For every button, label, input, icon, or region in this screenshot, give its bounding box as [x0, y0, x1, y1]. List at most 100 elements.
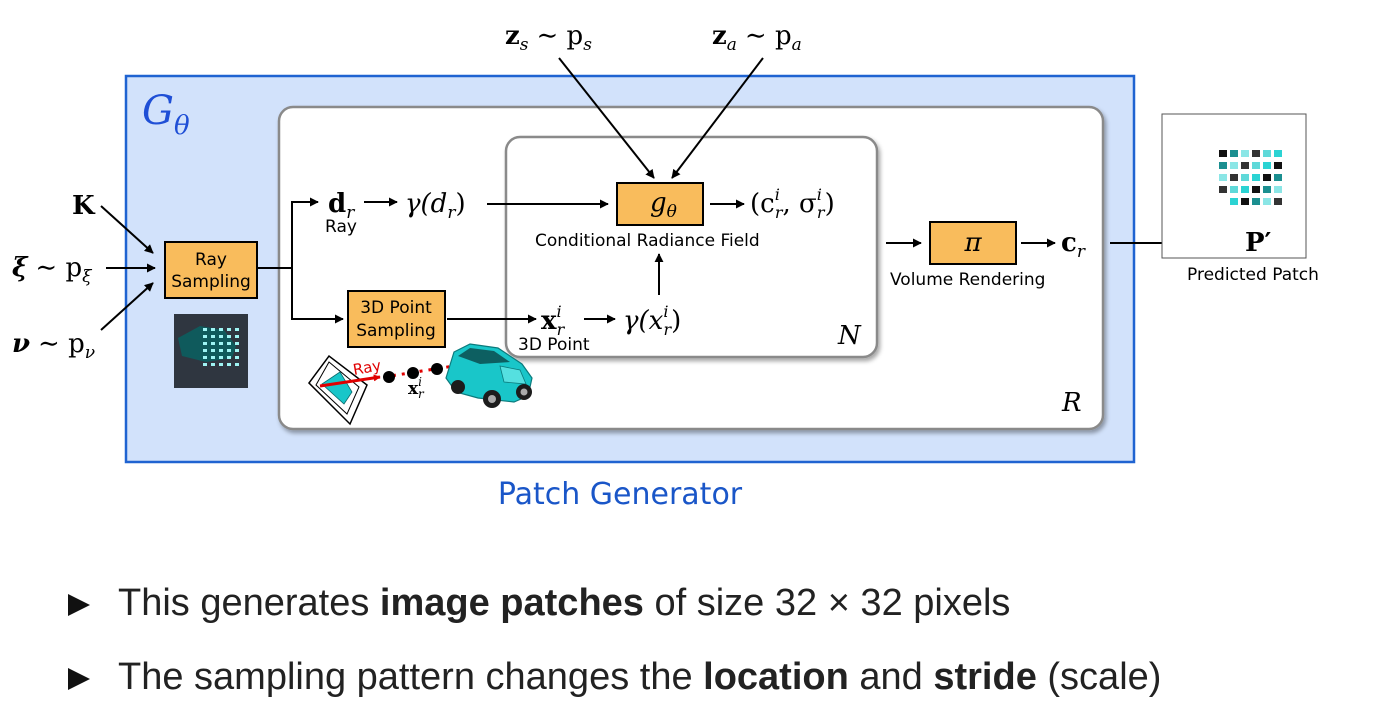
generator-caption: Patch Generator	[498, 477, 743, 512]
patch-pixel	[1241, 186, 1249, 193]
patch-pixel	[1263, 174, 1271, 181]
thumbnail-pixel	[227, 356, 231, 359]
zs-latent: zs∼ ps	[505, 21, 592, 55]
thumbnail-pixel	[227, 335, 231, 338]
nu-input: ν∼ pν	[12, 329, 95, 363]
k-arrow	[100, 205, 154, 254]
ray-red-label: Ray	[352, 356, 383, 379]
patch-pixel	[1252, 186, 1260, 193]
point-sampling-box	[347, 290, 446, 348]
predicted-patch-grid	[1219, 150, 1282, 205]
patch-pixel	[1252, 174, 1260, 181]
patch-pixel	[1274, 198, 1282, 205]
thumbnail-pixel	[219, 349, 223, 352]
patch-pixel	[1230, 162, 1238, 169]
thumbnail-pixel	[203, 349, 207, 352]
ray-sampling-label-1: Ray	[195, 250, 227, 270]
patch-pixel	[1252, 162, 1260, 169]
thumbnail-pixel	[219, 335, 223, 338]
bullet-list: This generates image patches of size 32 …	[68, 578, 1161, 726]
patch-pixel	[1230, 150, 1238, 157]
patch-pixel	[1219, 162, 1227, 169]
thumbnail-pixel	[235, 335, 239, 338]
predicted-patch-label: Predicted Patch	[1187, 265, 1319, 285]
thumbnail-pixel	[219, 363, 223, 366]
bullet-triangle-icon	[68, 594, 90, 616]
thumbnail-pixel	[219, 328, 223, 331]
generator-title: Gθ	[142, 88, 190, 141]
patch-pixel	[1263, 198, 1271, 205]
xi-input: ξ∼ pξ	[12, 253, 93, 287]
pi-label: π	[963, 228, 982, 258]
ray-branch-up	[291, 197, 319, 268]
patch-pixel	[1230, 198, 1238, 205]
patch-pixel	[1274, 174, 1282, 181]
gamma-d: γ(dr)	[405, 189, 466, 223]
point-sampling-label-1: 3D Point	[360, 298, 432, 318]
thumbnail-pixel	[203, 363, 207, 366]
patch-pixel	[1252, 198, 1260, 205]
patch-pixel	[1219, 150, 1227, 157]
thumbnail-pixel	[211, 363, 215, 366]
g-theta-box	[616, 182, 704, 226]
thumbnail-pixel	[211, 342, 215, 345]
pi-box	[929, 221, 1017, 265]
nu-arrow	[100, 282, 154, 331]
thumbnail-pixel	[235, 356, 239, 359]
thumbnail-pixel	[203, 335, 207, 338]
k-input: K	[72, 191, 96, 221]
patch-pixel	[1274, 186, 1282, 193]
bullet-triangle-icon	[68, 668, 90, 690]
thumbnail-pixel	[203, 342, 207, 345]
crf-label: Conditional Radiance Field	[535, 231, 760, 251]
patch-pixel	[1230, 174, 1238, 181]
thumbnail-pixel	[227, 328, 231, 331]
thumbnail-pixel	[211, 356, 215, 359]
thumbnail-pixel	[235, 363, 239, 366]
patch-pixel	[1230, 186, 1238, 193]
thumbnail-pixel	[227, 349, 231, 352]
thumbnail-pixel	[203, 356, 207, 359]
p-prime: P′	[1245, 228, 1272, 258]
patch-pixel	[1241, 150, 1249, 157]
patch-pixel	[1219, 174, 1227, 181]
thumbnail-pixel	[235, 349, 239, 352]
patch-pixel	[1274, 150, 1282, 157]
thumbnail-pixel	[227, 342, 231, 345]
patch-pixel	[1241, 198, 1249, 205]
thumbnail-pixel	[235, 328, 239, 331]
car-illustration	[445, 343, 533, 408]
r-label: R	[1061, 388, 1082, 418]
patch-pixel	[1219, 186, 1227, 193]
thumbnail-pixel	[219, 356, 223, 359]
ray-label: Ray	[325, 217, 357, 237]
thumbnail-pixel	[219, 342, 223, 345]
patch-pixel	[1241, 162, 1249, 169]
thumbnail-pixel	[211, 335, 215, 338]
patch-pixel	[1263, 162, 1271, 169]
patch-pixel	[1263, 150, 1271, 157]
thumbnail-pixel	[227, 363, 231, 366]
g-theta-label: gθ	[650, 188, 677, 222]
patch-pixel	[1263, 186, 1271, 193]
point-sampling-label-2: Sampling	[356, 321, 436, 341]
sampling-thumbnail	[174, 314, 248, 388]
patch-pixel	[1252, 150, 1260, 157]
d-r: dr	[328, 189, 355, 223]
patch-pixel	[1241, 174, 1249, 181]
za-latent: za∼ pa	[712, 21, 802, 55]
thumbnail-pixel	[203, 328, 207, 331]
ray-branch-down	[291, 268, 344, 324]
ray-sampling-box	[164, 241, 258, 299]
thumbnail-pixel	[235, 342, 239, 345]
thumbnail-pixel	[211, 349, 215, 352]
ray-illustration	[308, 354, 461, 426]
bullet-item: The sampling pattern changes the locatio…	[68, 652, 1161, 726]
point-label: 3D Point	[518, 335, 590, 355]
bullet-item: This generates image patches of size 32 …	[68, 578, 1161, 652]
thumbnail-pixel	[211, 328, 215, 331]
